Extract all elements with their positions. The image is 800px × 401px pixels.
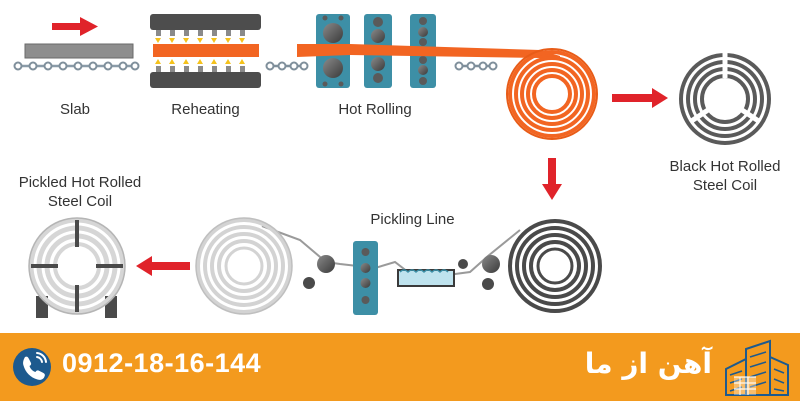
black-coil-label-line1: Black Hot Rolled [669,158,781,175]
hot-coil [508,50,596,138]
black-coil-label: Black Hot Rolled Steel Coil [650,157,800,195]
brand-name: آهن از ما [584,347,712,380]
conveyor-slab-links [13,61,140,71]
pickling-line-label: Pickling Line [370,211,455,228]
reheating-label: Reheating [171,101,240,118]
conveyor-middle [265,61,498,71]
hot-rolling-label: Hot Rolling [338,101,412,118]
phone-number[interactable]: 0912-18-16-144 [62,348,262,378]
reheating-furnace [150,14,261,88]
acid-tank [397,259,468,287]
slab-label: Slab [59,101,91,118]
pickled-coil-label-line1: Pickled Hot Rolled [18,174,142,191]
pickling-strip [261,225,521,278]
pickled-coil-label-line2: Steel Coil [47,193,113,210]
footer-bar: 0912-18-16-144 آهن از ما [0,332,800,401]
pickling-stand [353,241,378,315]
flow-arrow-icon [612,88,668,108]
phone-icon[interactable] [12,347,52,387]
flow-arrow-icon [136,256,190,276]
pickling-rollers [303,255,500,290]
pickled-coil [28,217,126,318]
flow-arrow-icon [52,17,98,36]
pickled-coil-label: Pickled Hot Rolled Steel Coil [0,173,160,211]
flow-arrow-icon [542,158,562,200]
slab-shape [24,43,134,59]
dark-coil-unwinder [508,219,602,313]
hot-strip [297,44,560,60]
black-coil-label-line2: Steel Coil [692,177,758,194]
process-diagram [13,14,771,318]
light-coil-rewinder [196,218,292,314]
building-logo-icon [725,339,789,396]
